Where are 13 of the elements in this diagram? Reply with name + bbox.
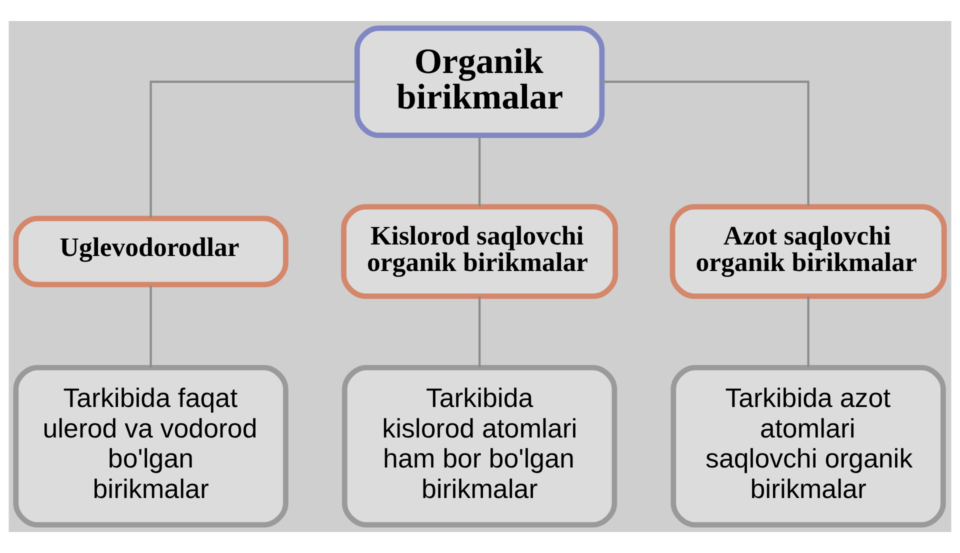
node-box: Tarkibida azot atomlari saqlovchi organik birikmalar xyxy=(670,364,946,528)
node-box: Tarkibida kislorod atomlari ham bor bo'lgan birikmalar xyxy=(342,364,618,528)
connector xyxy=(478,296,481,368)
connector xyxy=(807,296,810,368)
connector xyxy=(602,80,810,206)
node-box: Tarkibida faqat ulerod va vodorod bo'lgan birikmalar xyxy=(13,364,288,528)
node-box: Kislorod saqlovchi organik birikmalar xyxy=(341,204,618,299)
node-box: Uglevodorodlar xyxy=(13,216,288,288)
connector xyxy=(478,135,481,207)
node-box: Azot saqlovchi organik birikmalar xyxy=(670,204,947,299)
connector xyxy=(150,80,358,218)
connector xyxy=(150,285,152,368)
node-box: Organik birikmalar xyxy=(354,25,605,138)
